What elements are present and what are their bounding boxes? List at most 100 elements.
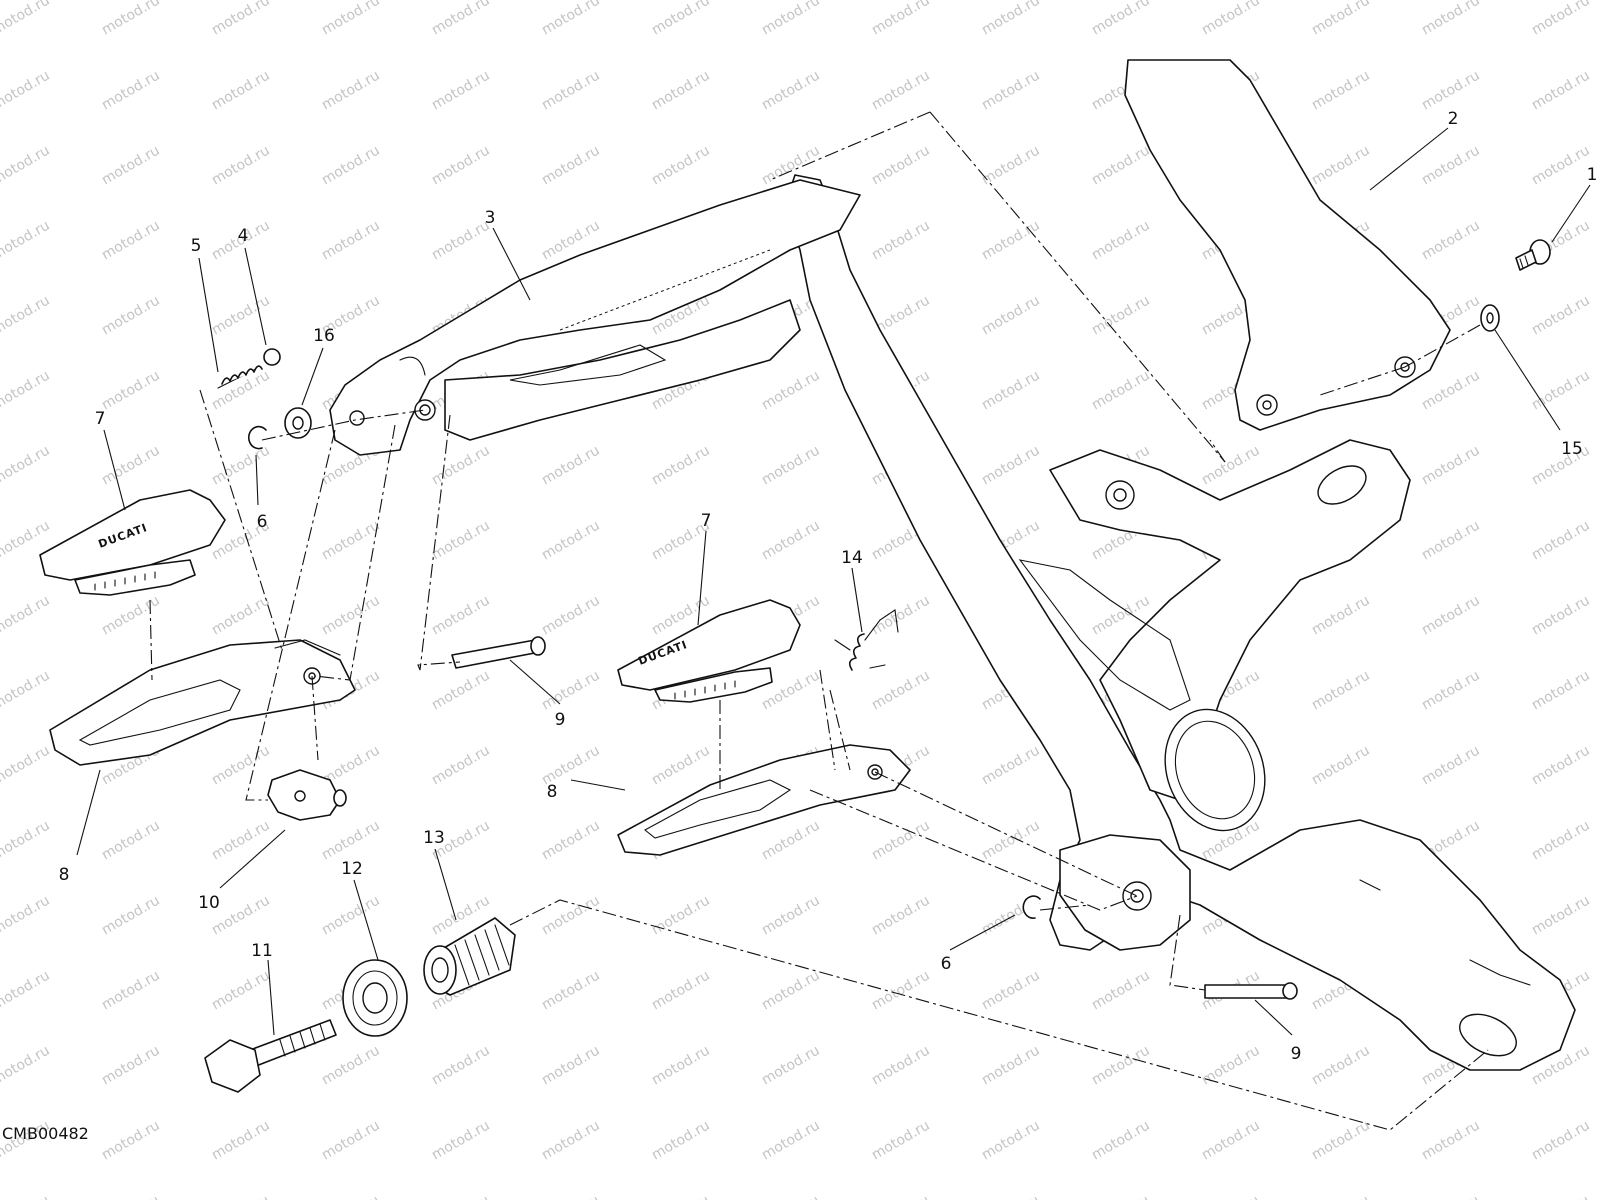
watermark-text: motod.ru: [1199, 442, 1263, 488]
callout-11: 11: [251, 941, 273, 961]
watermark-text: motod.ru: [979, 217, 1043, 263]
watermark-text: motod.ru: [869, 217, 933, 263]
watermark-text: motod.ru: [759, 817, 823, 863]
watermark-text: motod.ru: [1529, 1117, 1593, 1163]
watermark-text: motod.ru: [1419, 142, 1483, 188]
watermark-text: motod.ru: [869, 817, 933, 863]
watermark-text: motod.ru: [1309, 67, 1373, 113]
watermark-text: motod.ru: [429, 442, 493, 488]
watermark-text: motod.ru: [869, 667, 933, 713]
watermark-text: motod.ru: [99, 1042, 163, 1088]
callout-8-left: 8: [59, 865, 70, 885]
watermark-text: motod.ru: [539, 592, 603, 638]
watermark-text: motod.ru: [1529, 892, 1593, 938]
watermark-text: motod.ru: [209, 817, 273, 863]
pin-part-9-upper: [451, 636, 546, 669]
callout-3: 3: [485, 208, 496, 228]
watermark-text: motod.ru: [429, 217, 493, 263]
nut-part-12: [342, 959, 408, 1037]
watermark-text: motod.ru: [539, 142, 603, 188]
watermark-text: motod.ru: [869, 1117, 933, 1163]
watermark-text: motod.ru: [979, 442, 1043, 488]
watermark-text: motod.ru: [0, 442, 53, 488]
watermark-text: motod.ru: [0, 67, 53, 113]
footpeg-part-8-left: [49, 639, 356, 766]
watermark-text: motod.ru: [319, 142, 383, 188]
pin-part-9-lower: [1204, 982, 1298, 1000]
heel-guard-plate: [1124, 59, 1451, 431]
footpeg-rubber-part-7-left: DUCATI: [39, 489, 226, 596]
watermark-text: motod.ru: [99, 1192, 163, 1200]
watermark-text: motod.ru: [979, 67, 1043, 113]
footpeg-rubber-part-7-center: DUCATI: [617, 599, 801, 703]
rear-footpeg-arm: [329, 179, 861, 456]
callout-14: 14: [841, 548, 863, 568]
watermark-text: motod.ru: [759, 367, 823, 413]
watermark-text: motod.ru: [0, 1192, 53, 1200]
watermark-text: motod.ru: [759, 67, 823, 113]
watermark-text: motod.ru: [759, 517, 823, 563]
watermark-text: motod.ru: [869, 1192, 933, 1200]
watermark-text: motod.ru: [319, 0, 383, 38]
watermark-text: motod.ru: [649, 1192, 713, 1200]
callout-6-left: 6: [257, 512, 268, 532]
watermark-text: motod.ru: [1529, 1192, 1593, 1200]
watermark-text: motod.ru: [649, 67, 713, 113]
watermark-text: motod.ru: [209, 1192, 273, 1200]
callout-16: 16: [313, 326, 335, 346]
watermark-text: motod.ru: [1309, 142, 1373, 188]
eccentric-part-10: [267, 769, 347, 821]
spring-part-14: [834, 609, 899, 671]
watermark-text: motod.ru: [1199, 1117, 1263, 1163]
watermark-text: motod.ru: [209, 1117, 273, 1163]
watermark-text: motod.ru: [99, 1117, 163, 1163]
watermark-text: motod.ru: [99, 292, 163, 338]
watermark-text: motod.ru: [429, 742, 493, 788]
watermark-text: motod.ru: [1089, 142, 1153, 188]
watermark-text: motod.ru: [319, 217, 383, 263]
watermark-text: motod.ru: [1529, 292, 1593, 338]
watermark-text: motod.ru: [649, 892, 713, 938]
watermark-text: motod.ru: [99, 217, 163, 263]
watermark-text: motod.ru: [99, 0, 163, 38]
watermark-text: motod.ru: [1089, 217, 1153, 263]
watermark-text: motod.ru: [1529, 742, 1593, 788]
callout-7-center: 7: [701, 511, 712, 531]
watermark-text: motod.ru: [979, 817, 1043, 863]
watermark-text: motod.ru: [1309, 1192, 1373, 1200]
watermark-text: motod.ru: [429, 667, 493, 713]
watermark-text: motod.ru: [979, 292, 1043, 338]
watermark-text: motod.ru: [1529, 667, 1593, 713]
watermark-text: motod.ru: [1529, 142, 1593, 188]
callout-5: 5: [191, 236, 202, 256]
screw-part-1: [1515, 239, 1551, 271]
watermark-text: motod.ru: [99, 817, 163, 863]
callout-9-lower: 9: [1291, 1044, 1302, 1064]
watermark-text: motod.ru: [209, 742, 273, 788]
watermark-text: motod.ru: [0, 1042, 53, 1088]
watermark-text: motod.ru: [99, 892, 163, 938]
watermark-text: motod.ru: [99, 142, 163, 188]
watermark-text: motod.ru: [1309, 0, 1373, 38]
watermark-text: motod.ru: [539, 1042, 603, 1088]
callout-8-center: 8: [547, 782, 558, 802]
bushing-part-13: [423, 917, 516, 996]
watermark-text: motod.ru: [429, 1042, 493, 1088]
watermark-text: motod.ru: [99, 367, 163, 413]
watermark-text: motod.ru: [1089, 367, 1153, 413]
watermark-text: motod.ru: [1419, 67, 1483, 113]
watermark-text: motod.ru: [1529, 367, 1593, 413]
watermark-text: motod.ru: [429, 517, 493, 563]
watermark-text: motod.ru: [869, 0, 933, 38]
watermark-text: motod.ru: [979, 967, 1043, 1013]
watermark-text: motod.ru: [759, 0, 823, 38]
watermark-text: motod.ru: [429, 0, 493, 38]
watermark-text: motod.ru: [649, 1042, 713, 1088]
watermark-text: motod.ru: [759, 442, 823, 488]
watermark-text: motod.ru: [1419, 592, 1483, 638]
callout-4: 4: [238, 226, 249, 246]
watermark-text: motod.ru: [1419, 667, 1483, 713]
watermark-text: motod.ru: [649, 742, 713, 788]
watermark-text: motod.ru: [759, 1192, 823, 1200]
watermark-text: motod.ru: [0, 967, 53, 1013]
